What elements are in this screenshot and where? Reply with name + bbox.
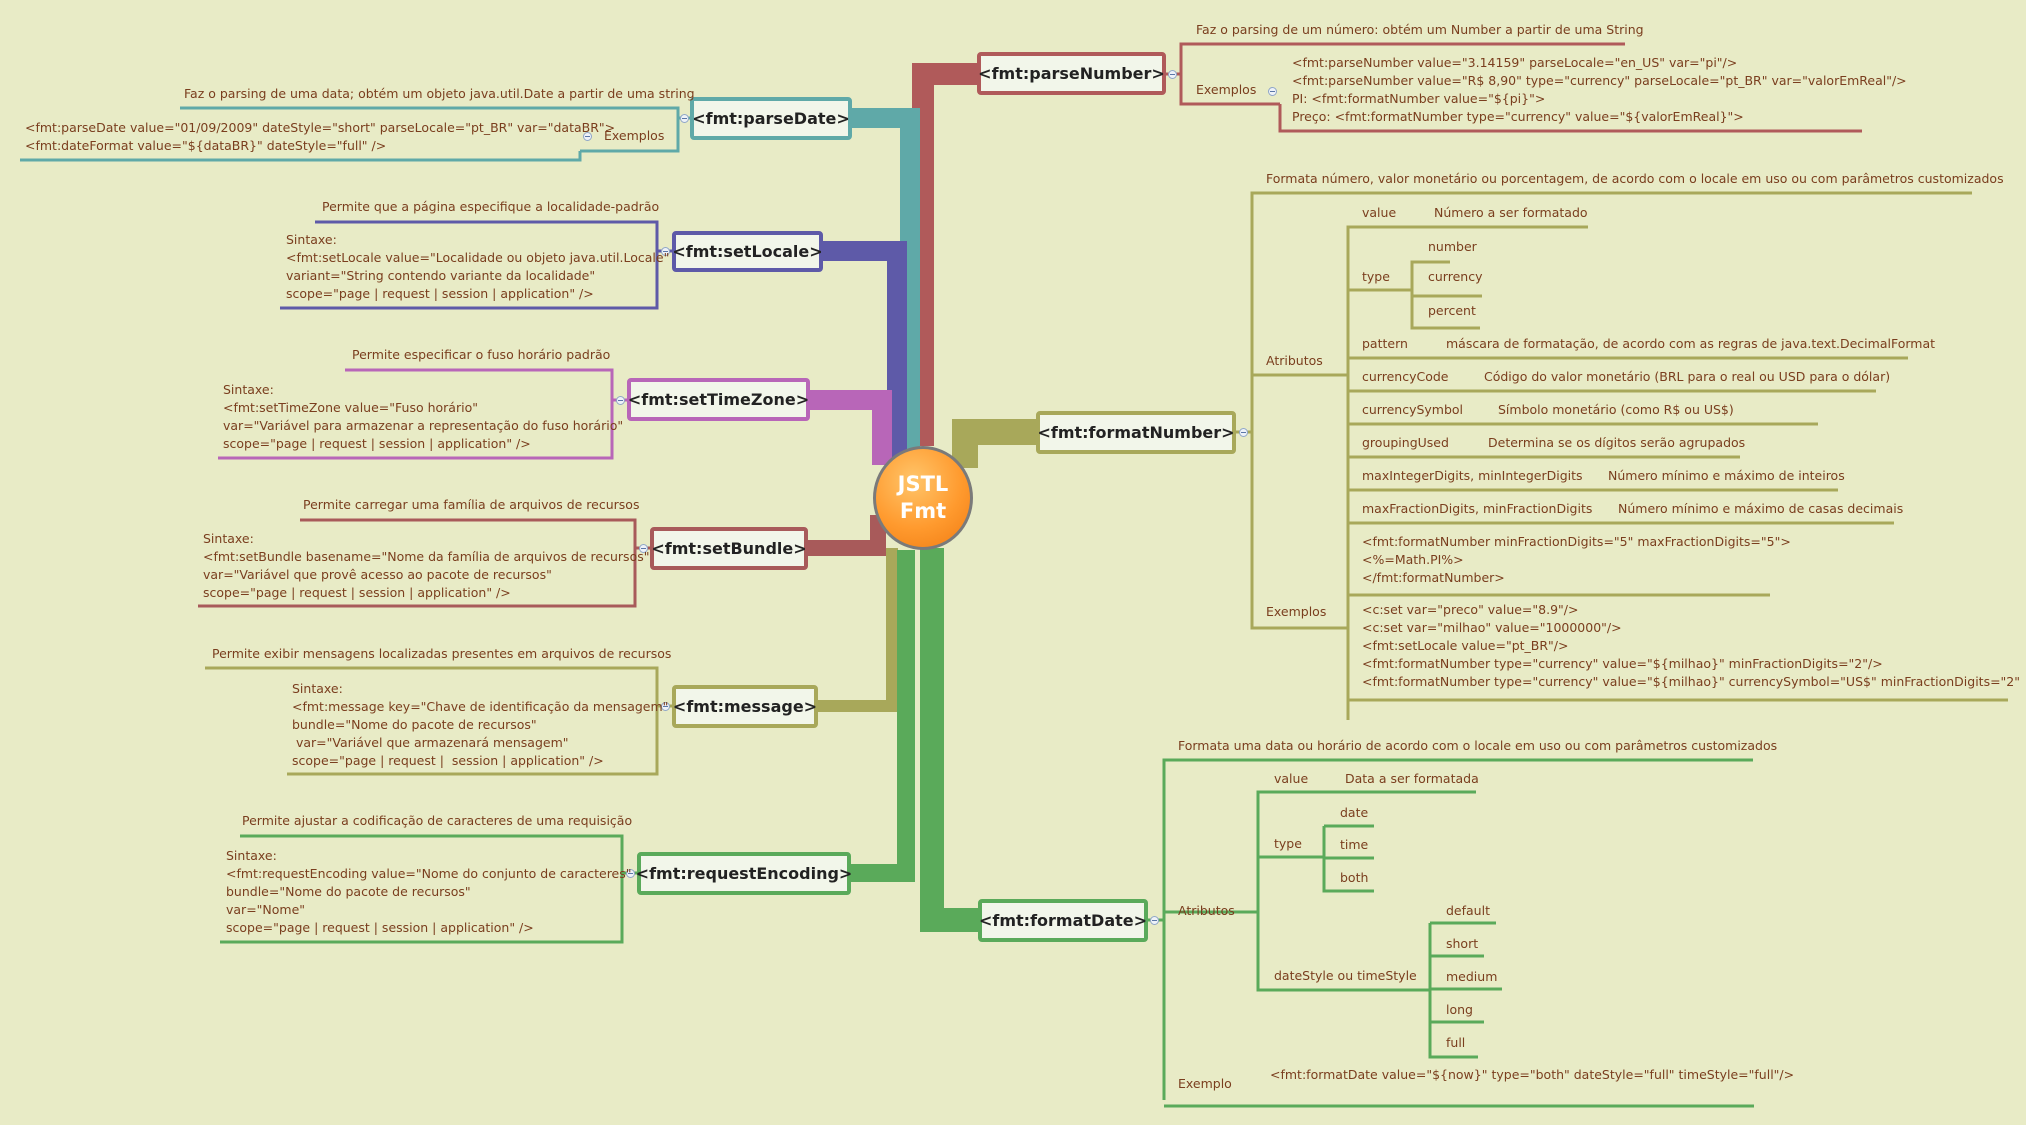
- format-number-type-item: currency: [1428, 269, 1483, 284]
- format-date-attributes-label: Atributos: [1178, 903, 1235, 918]
- format-number-attributes-label: Atributos: [1266, 353, 1323, 368]
- format-date-style-item: short: [1446, 936, 1479, 951]
- branch-set-bundle: [808, 515, 886, 556]
- format-number-example-1: <fmt:formatNumber minFractionDigits="5" …: [1362, 534, 1791, 585]
- collapse-toggle-icon[interactable]: [639, 544, 648, 553]
- collapse-toggle-icon[interactable]: [583, 132, 592, 141]
- format-date-desc: Formata uma data ou horário de acordo co…: [1178, 738, 1778, 753]
- parse-number-desc: Faz o parsing de um número: obtém um Num…: [1196, 22, 1644, 37]
- format-number-type-item: percent: [1428, 303, 1476, 318]
- format-date-attr-value-desc: Data a ser formatada: [1345, 771, 1479, 786]
- set-bundle-syntax: Sintaxe: <fmt:setBundle basename="Nome d…: [203, 531, 650, 600]
- topic-format-number[interactable]: <fmt:formatNumber>: [1036, 411, 1236, 454]
- topic-set-locale[interactable]: <fmt:setLocale>: [672, 231, 823, 272]
- collapse-toggle-icon[interactable]: [616, 396, 625, 405]
- parse-date-examples-label: Exemplos: [604, 128, 665, 143]
- branch-format-date: [920, 548, 978, 932]
- message-syntax: Sintaxe: <fmt:message key="Chave de iden…: [292, 681, 669, 768]
- request-encoding-desc: Permite ajustar a codificação de caracte…: [242, 813, 633, 828]
- collapse-toggle-icon[interactable]: [680, 114, 689, 123]
- topic-parse-number[interactable]: <fmt:parseNumber>: [977, 52, 1166, 95]
- format-number-attr-currency-code-desc: Código do valor monetário (BRL para o re…: [1484, 369, 1891, 384]
- central-topic[interactable]: JSTL Fmt: [873, 446, 973, 550]
- collapse-toggle-icon[interactable]: [661, 247, 670, 256]
- set-locale-desc: Permite que a página especifique a local…: [322, 199, 660, 214]
- topic-format-date[interactable]: <fmt:formatDate>: [978, 899, 1148, 942]
- topic-set-timezone[interactable]: <fmt:setTimeZone>: [627, 378, 810, 421]
- set-timezone-syntax: Sintaxe: <fmt:setTimeZone value="Fuso ho…: [223, 382, 624, 451]
- format-date-type-item: date: [1340, 805, 1369, 820]
- parse-date-desc: Faz o parsing de uma data; obtém um obje…: [184, 86, 695, 101]
- format-date-style-item: default: [1446, 903, 1490, 918]
- format-number-attr-pattern: pattern: [1362, 336, 1408, 351]
- collapse-toggle-icon[interactable]: [1239, 428, 1248, 437]
- format-date-attr-type: type: [1274, 836, 1302, 851]
- branch-parse-number: [912, 63, 977, 446]
- format-number-type-item: number: [1428, 239, 1477, 254]
- topic-set-bundle[interactable]: <fmt:setBundle>: [650, 527, 808, 570]
- branch-request-encoding: [851, 550, 915, 882]
- topic-parse-date[interactable]: <fmt:parseDate>: [690, 97, 852, 140]
- format-number-attr-frac-digits: maxFractionDigits, minFractionDigits: [1362, 501, 1593, 516]
- format-number-attr-currency-code: currencyCode: [1362, 369, 1449, 384]
- message-desc: Permite exibir mensagens localizadas pre…: [212, 646, 672, 661]
- format-date-attr-style: dateStyle ou timeStyle: [1274, 968, 1417, 983]
- format-number-attr-frac-digits-desc: Número mínimo e máximo de casas decimais: [1618, 501, 1904, 516]
- collapse-toggle-icon[interactable]: [1168, 70, 1177, 79]
- format-number-example-2: <c:set var="preco" value="8.9"/> <c:set …: [1362, 602, 2021, 689]
- collapse-toggle-icon[interactable]: [1268, 87, 1277, 96]
- topic-message[interactable]: <fmt:message>: [672, 685, 818, 728]
- format-number-attr-grouping-desc: Determina se os dígitos serão agrupados: [1488, 435, 1746, 450]
- parse-number-examples: <fmt:parseNumber value="3.14159" parseLo…: [1292, 55, 1907, 124]
- format-number-desc: Formata número, valor monetário ou porce…: [1266, 171, 2004, 186]
- branch-format-number: [952, 419, 1036, 468]
- format-number-attr-value: value: [1362, 205, 1397, 220]
- format-number-attr-pattern-desc: máscara de formatação, de acordo com as …: [1446, 336, 1936, 351]
- format-number-attr-int-digits: maxIntegerDigits, minIntegerDigits: [1362, 468, 1583, 483]
- format-date-example: <fmt:formatDate value="${now}" type="bot…: [1270, 1067, 1795, 1082]
- format-date-style-item: medium: [1446, 969, 1498, 984]
- collapse-toggle-icon[interactable]: [626, 869, 635, 878]
- format-date-style-item: long: [1446, 1002, 1473, 1017]
- set-timezone-desc: Permite especificar o fuso horário padrã…: [352, 347, 611, 362]
- format-date-example-label: Exemplo: [1178, 1076, 1232, 1091]
- request-encoding-syntax: Sintaxe: <fmt:requestEncoding value="Nom…: [226, 848, 632, 935]
- format-number-attr-int-digits-desc: Número mínimo e máximo de inteiros: [1608, 468, 1845, 483]
- topic-request-encoding[interactable]: <fmt:requestEncoding>: [636, 852, 852, 895]
- collapse-toggle-icon[interactable]: [1150, 916, 1159, 925]
- parse-date-examples: <fmt:parseDate value="01/09/2009" dateSt…: [25, 120, 616, 153]
- format-number-attr-currency-symbol-desc: Símbolo monetário (como R$ ou US$): [1498, 402, 1734, 417]
- format-number-attr-currency-symbol: currencySymbol: [1362, 402, 1464, 417]
- format-date-type-item: time: [1340, 837, 1369, 852]
- format-number-attr-type: type: [1362, 269, 1390, 284]
- format-number-attr-grouping: groupingUsed: [1362, 435, 1449, 450]
- format-date-type-item: both: [1340, 870, 1369, 885]
- collapse-toggle-icon[interactable]: [661, 702, 670, 711]
- set-locale-syntax: Sintaxe: <fmt:setLocale value="Localidad…: [286, 232, 670, 301]
- format-date-attr-value: value: [1274, 771, 1309, 786]
- central-topic-line1: JSTL: [897, 472, 949, 496]
- central-topic-line2: Fmt: [899, 499, 947, 523]
- branch-set-timezone: [810, 390, 892, 465]
- branch-set-locale: [823, 241, 907, 462]
- set-bundle-desc: Permite carregar uma família de arquivos…: [303, 497, 640, 512]
- branch-parse-date: [852, 108, 920, 460]
- format-date-style-item: full: [1446, 1035, 1466, 1050]
- parse-number-examples-label: Exemplos: [1196, 82, 1257, 97]
- format-number-examples-label: Exemplos: [1266, 604, 1327, 619]
- format-number-attr-value-desc: Número a ser formatado: [1434, 205, 1588, 220]
- branch-message: [818, 548, 898, 712]
